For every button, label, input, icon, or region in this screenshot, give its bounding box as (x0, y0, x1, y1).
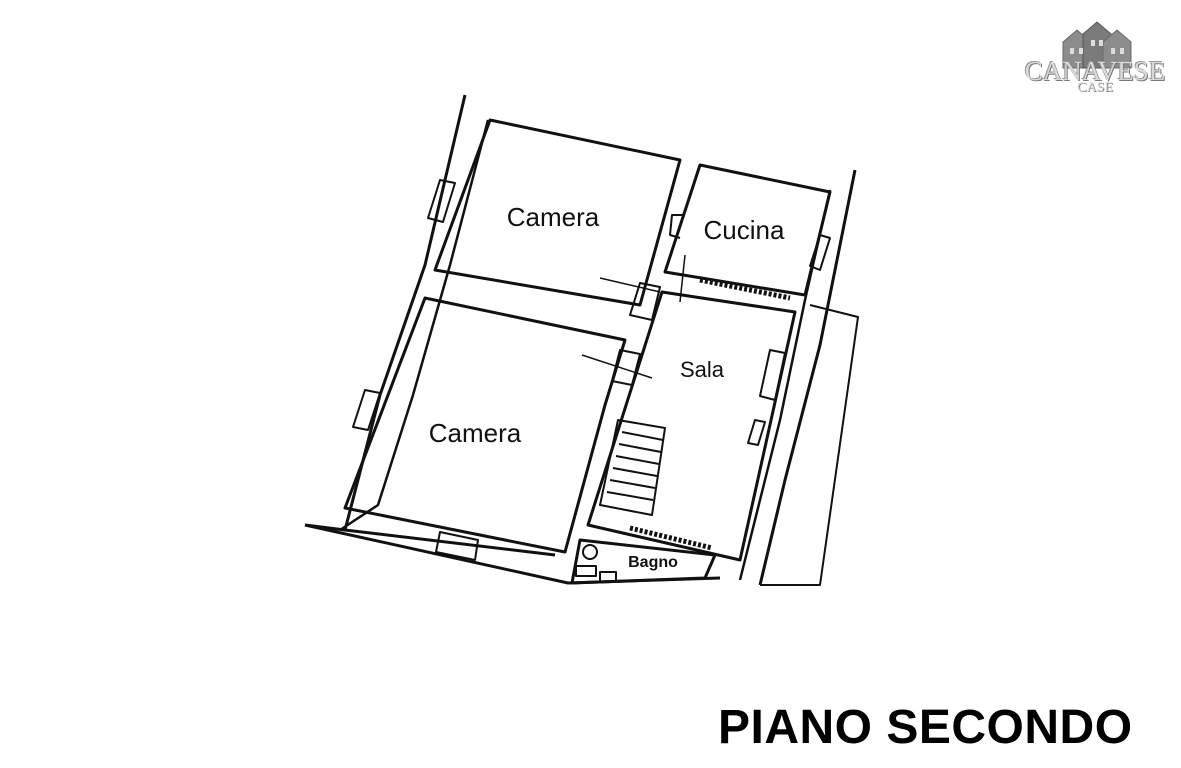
house-icon (1062, 21, 1132, 69)
stairs (599, 419, 666, 516)
room-label-camera-bottom: Camera (429, 418, 522, 448)
room-label-cucina: Cucina (704, 215, 785, 245)
room-label-camera-top: Camera (507, 202, 600, 232)
room-camera-top (427, 118, 682, 307)
room-bagno (570, 525, 717, 585)
room-cucina (663, 163, 832, 301)
floor-title: PIANO SECONDO (718, 701, 1133, 754)
logo-subtitle: CASE (1077, 80, 1113, 95)
room-camera-bottom (343, 296, 627, 561)
room-label-sala: Sala (680, 357, 725, 382)
room-label-bagno: Bagno (628, 554, 678, 571)
logo-wordmark: CANAVESE (1024, 56, 1166, 86)
outer-walls (304, 94, 859, 586)
